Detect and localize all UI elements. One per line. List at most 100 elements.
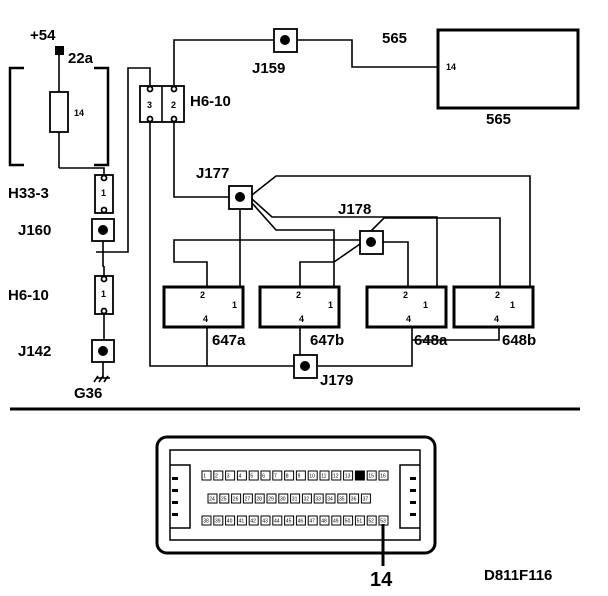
j178-label: J178 bbox=[338, 201, 371, 218]
j179-splice-group: J179 bbox=[293, 354, 353, 389]
connector-pin bbox=[366, 470, 377, 481]
connector-pin-label: 30 bbox=[280, 497, 286, 503]
injector-pin: 2 bbox=[495, 290, 500, 300]
connector-pin-label: 10 bbox=[309, 474, 315, 480]
connector-pin-label: 26 bbox=[233, 497, 239, 503]
connector-pin-label: 45 bbox=[286, 519, 292, 525]
connector-pin-label: 52 bbox=[368, 519, 374, 525]
injector-647b-label: 647b bbox=[310, 332, 344, 349]
j178-splice-group: J178 bbox=[173, 201, 501, 291]
injector-pin: 1 bbox=[232, 300, 237, 310]
h6-10-left-label: H6-10 bbox=[8, 287, 49, 304]
connector-pin bbox=[272, 470, 283, 481]
injector-648a: 2 1 4 648a bbox=[318, 285, 448, 367]
j159-splice-group: J159 bbox=[252, 28, 438, 77]
connector-pin bbox=[236, 470, 247, 481]
h33-pin: 1 bbox=[101, 188, 106, 198]
h6-10-top-label: H6-10 bbox=[190, 93, 231, 110]
fuse-element bbox=[49, 91, 69, 133]
connector-pin bbox=[213, 515, 224, 526]
g36-label: G36 bbox=[74, 385, 102, 402]
connector-pin-label: 6 bbox=[262, 474, 265, 480]
diagram-code: D811F116 bbox=[484, 567, 552, 584]
connector-pin bbox=[248, 515, 259, 526]
connector-pin-label: 36 bbox=[351, 497, 357, 503]
connector-pin bbox=[319, 515, 330, 526]
connector-pin-label: 16 bbox=[380, 474, 386, 480]
connector-pin bbox=[331, 470, 342, 481]
connector-pin bbox=[207, 493, 218, 504]
connector-pin-label: 38 bbox=[203, 519, 209, 525]
injector-pin: 4 bbox=[494, 314, 499, 324]
connector-pin bbox=[307, 470, 318, 481]
connector-pin bbox=[301, 493, 312, 504]
connector-pin bbox=[225, 470, 236, 481]
connector-pin bbox=[337, 493, 348, 504]
connector-pin-label: 2 bbox=[215, 474, 218, 480]
injector-647a-box bbox=[162, 285, 245, 329]
connector-pin bbox=[284, 470, 295, 481]
connector-pin-label: 37 bbox=[363, 497, 369, 503]
connector-pin-label: 15 bbox=[368, 474, 374, 480]
connector-pin bbox=[319, 470, 330, 481]
connector-pin-label: 34 bbox=[327, 497, 333, 503]
connector-pin-label: 3 bbox=[227, 474, 230, 480]
injector-pin: 1 bbox=[328, 300, 333, 310]
injector-647b-box bbox=[258, 285, 341, 329]
connector-pin-label: 11 bbox=[321, 474, 326, 480]
connector-pin-label: 31 bbox=[292, 497, 298, 503]
connector-pin-label: 39 bbox=[215, 519, 221, 525]
injector-647b: 2 1 4 647b bbox=[258, 285, 344, 355]
injector-648b: 2 1 4 648b bbox=[412, 285, 536, 349]
connector-pin bbox=[366, 515, 377, 526]
connector-pin-label: 12 bbox=[333, 474, 339, 480]
ecu-pin-label: 14 bbox=[446, 62, 456, 72]
connector-pin bbox=[201, 470, 212, 481]
connector-pin bbox=[295, 470, 306, 481]
ecu-565-box bbox=[436, 28, 580, 110]
fuse-id-label: 22a bbox=[68, 50, 94, 67]
connector-pin-label: 14 bbox=[357, 474, 363, 480]
connector-pin bbox=[201, 515, 212, 526]
injector-648b-label: 648b bbox=[502, 332, 536, 349]
j177-splice-group: J177 bbox=[196, 165, 531, 307]
connector-pin-label: 46 bbox=[298, 519, 304, 525]
connector-pin-label: 27 bbox=[245, 497, 251, 503]
connector-pin bbox=[260, 470, 271, 481]
j142-label: J142 bbox=[18, 343, 51, 360]
connector-pin-label: 53 bbox=[380, 519, 386, 525]
connector-pin-label: 13 bbox=[345, 474, 351, 480]
injector-647a: 2 1 4 647a bbox=[162, 285, 246, 366]
connector-pin bbox=[225, 515, 236, 526]
connector-pin bbox=[343, 470, 354, 481]
connector-pin bbox=[254, 493, 265, 504]
injector-pin: 1 bbox=[510, 300, 515, 310]
injector-pin: 4 bbox=[406, 314, 411, 324]
j159-label: J159 bbox=[252, 60, 285, 77]
left-chain: 1 H33-3 J160 1 H6-10 J142 G36 bbox=[8, 167, 115, 402]
fuse-22a: +54 22a 14 bbox=[8, 27, 110, 168]
connector-pin-label: 42 bbox=[250, 519, 256, 525]
injector-pin: 4 bbox=[203, 314, 208, 324]
connector-pin-label: 24 bbox=[209, 497, 215, 503]
connector-pin bbox=[307, 515, 318, 526]
connector-pin bbox=[349, 493, 360, 504]
h6l-pin: 1 bbox=[101, 289, 106, 299]
connector-pin-label: 33 bbox=[315, 497, 321, 503]
injector-647a-label: 647a bbox=[212, 332, 246, 349]
connector-pin bbox=[266, 493, 277, 504]
connector-pin-label: 5 bbox=[250, 474, 253, 480]
injector-pin: 1 bbox=[423, 300, 428, 310]
connector-pin bbox=[213, 470, 224, 481]
connector-pin-label: 44 bbox=[274, 519, 280, 525]
connector-pin-label: 25 bbox=[221, 497, 227, 503]
fuse-amp-label: 14 bbox=[74, 108, 84, 118]
j160-label: J160 bbox=[18, 222, 51, 239]
ecu-top-label: 565 bbox=[382, 30, 407, 47]
connector-pin-label: 32 bbox=[304, 497, 310, 503]
connector-pin bbox=[295, 515, 306, 526]
connector-pin bbox=[219, 493, 230, 504]
connector-pin bbox=[378, 470, 389, 481]
